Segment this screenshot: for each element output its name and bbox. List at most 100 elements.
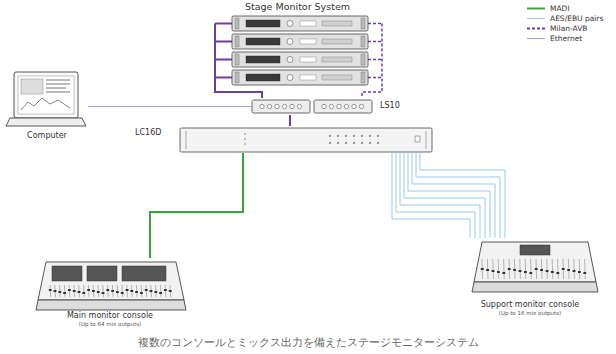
legend-samples: [527, 9, 545, 39]
drawing-part: [135, 291, 138, 293]
drawing-part: [21, 79, 43, 94]
drawing-part: [546, 259, 548, 279]
drawing-part: [275, 104, 279, 108]
drawing-part: [150, 285, 152, 297]
drawing-part: [415, 136, 420, 142]
drawing-part: [584, 259, 586, 279]
drawing-part: [329, 104, 333, 108]
drawing-part: [117, 285, 119, 297]
connector-line: [420, 153, 505, 238]
drawing-part: [121, 292, 124, 294]
drawing-part: [287, 21, 293, 27]
drawing-part: [579, 259, 581, 279]
drawing-part: [352, 104, 356, 108]
drawing-part: [63, 292, 66, 294]
drawing-part: [573, 270, 576, 272]
drawing-part: [111, 290, 114, 292]
drawing-part: [300, 57, 316, 62]
drawing-part: [106, 289, 109, 291]
connector-line: [408, 153, 490, 238]
node-label: Support monitor console: [455, 300, 605, 310]
drawing-part: [322, 104, 326, 108]
drawing-part: [492, 259, 494, 279]
drawing-part: [235, 36, 239, 47]
drawing-part: [170, 285, 172, 297]
drawing-part: [6, 118, 86, 126]
drawing-part: [130, 290, 133, 292]
legend-label: AES/EBU pairs: [550, 14, 603, 23]
connector-line: [362, 88, 382, 98]
drawing-part: [567, 269, 570, 271]
drawing-part: [116, 291, 119, 293]
switch-node: LS10: [252, 98, 412, 115]
drawing-part: [556, 272, 559, 274]
drawing-part: [337, 142, 339, 144]
connector-line: [396, 153, 475, 238]
ls10-switch: [252, 100, 372, 113]
computer: Computer: [6, 70, 88, 144]
signal-connector: [362, 88, 382, 98]
drawing-part: [361, 36, 365, 47]
signal-connector: [215, 88, 262, 98]
drawing-part: [552, 259, 554, 279]
drawing-part: [377, 142, 379, 144]
drawing-part: [159, 292, 162, 294]
drawing-part: [54, 285, 56, 297]
drawing-part: [282, 104, 286, 108]
drawing-part: [300, 21, 316, 26]
lc16d-device: [180, 128, 432, 152]
drawing-part: [361, 18, 365, 29]
drawing-part: [69, 285, 71, 297]
drawing-part: [82, 292, 85, 294]
drawing-part: [353, 135, 355, 137]
drawing-part: [535, 268, 538, 270]
drawing-part: [368, 24, 382, 89]
connector-line: [289, 115, 291, 126]
drawing-part: [169, 290, 172, 292]
drawing-part: [260, 104, 364, 108]
drawing-part: [361, 72, 365, 83]
support-console: Support monitor console(Up to 16 mix out…: [455, 238, 605, 322]
drawing-part: [131, 285, 133, 297]
drawing-part: [530, 259, 532, 279]
drawing-part: [514, 259, 516, 279]
connector-line: [215, 88, 262, 98]
drawing-part: [246, 56, 280, 63]
drawing-part: [244, 133, 246, 135]
node-label: Stage Monitor System: [205, 1, 390, 12]
connector-line: [416, 153, 500, 238]
drawing-part: [345, 135, 347, 137]
drawing-part: [126, 285, 128, 297]
drawing-part: [361, 135, 363, 137]
drawing-part: [369, 142, 371, 144]
drawing-part: [481, 259, 586, 279]
drawing-part: [546, 270, 549, 272]
drawing-part: [529, 272, 532, 274]
drawing-part: [524, 271, 527, 273]
drawing-part: [38, 262, 184, 300]
drawing-part: [54, 290, 57, 292]
connector-line: [400, 153, 480, 238]
drawing-part: [527, 18, 545, 19]
drawing-part: [36, 300, 186, 310]
drawing-part: [492, 270, 495, 272]
drawing-part: [300, 39, 316, 44]
drawing-part: [78, 291, 81, 293]
drawing-part: [160, 285, 162, 297]
drawing-part: [527, 8, 545, 10]
drawing-part: [235, 54, 239, 65]
node-label: LC16D: [135, 128, 433, 138]
drawing-part: [150, 290, 153, 292]
main-console: Main monitor console(Up to 64 mix output…: [28, 258, 192, 330]
drawing-part: [165, 285, 167, 297]
drawing-part: [377, 135, 379, 137]
drawing-part: [164, 289, 167, 291]
drawing-part: [246, 38, 280, 45]
drawing-part: [102, 285, 104, 297]
connector-line: [392, 153, 470, 238]
signal-connector: [88, 106, 252, 107]
drawing-part: [498, 259, 500, 279]
drawing-part: [267, 104, 271, 108]
drawing-part: [287, 39, 293, 45]
